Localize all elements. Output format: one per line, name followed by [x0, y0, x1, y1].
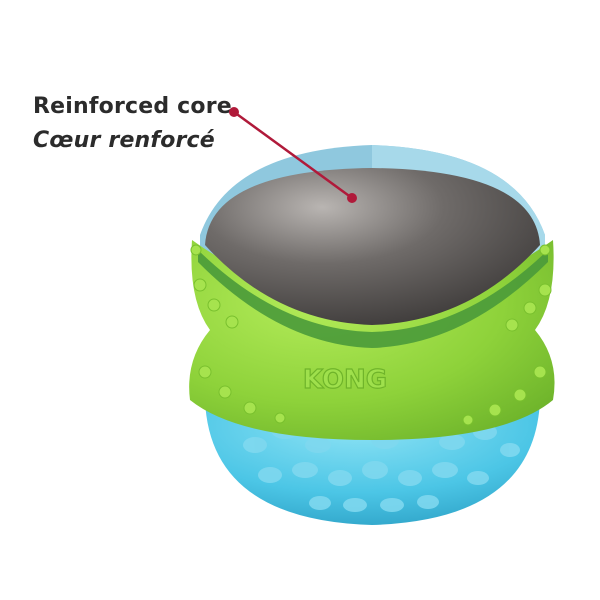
reinforced-core [205, 168, 540, 325]
callout-label-english: Reinforced core [33, 94, 232, 119]
callout-end-dot [347, 193, 357, 203]
callout-start-dot [229, 107, 239, 117]
brand-logo-text: KONG [303, 365, 387, 395]
callout-label-french: Cœur renforcé [33, 128, 215, 153]
callout-pointer [229, 107, 357, 203]
